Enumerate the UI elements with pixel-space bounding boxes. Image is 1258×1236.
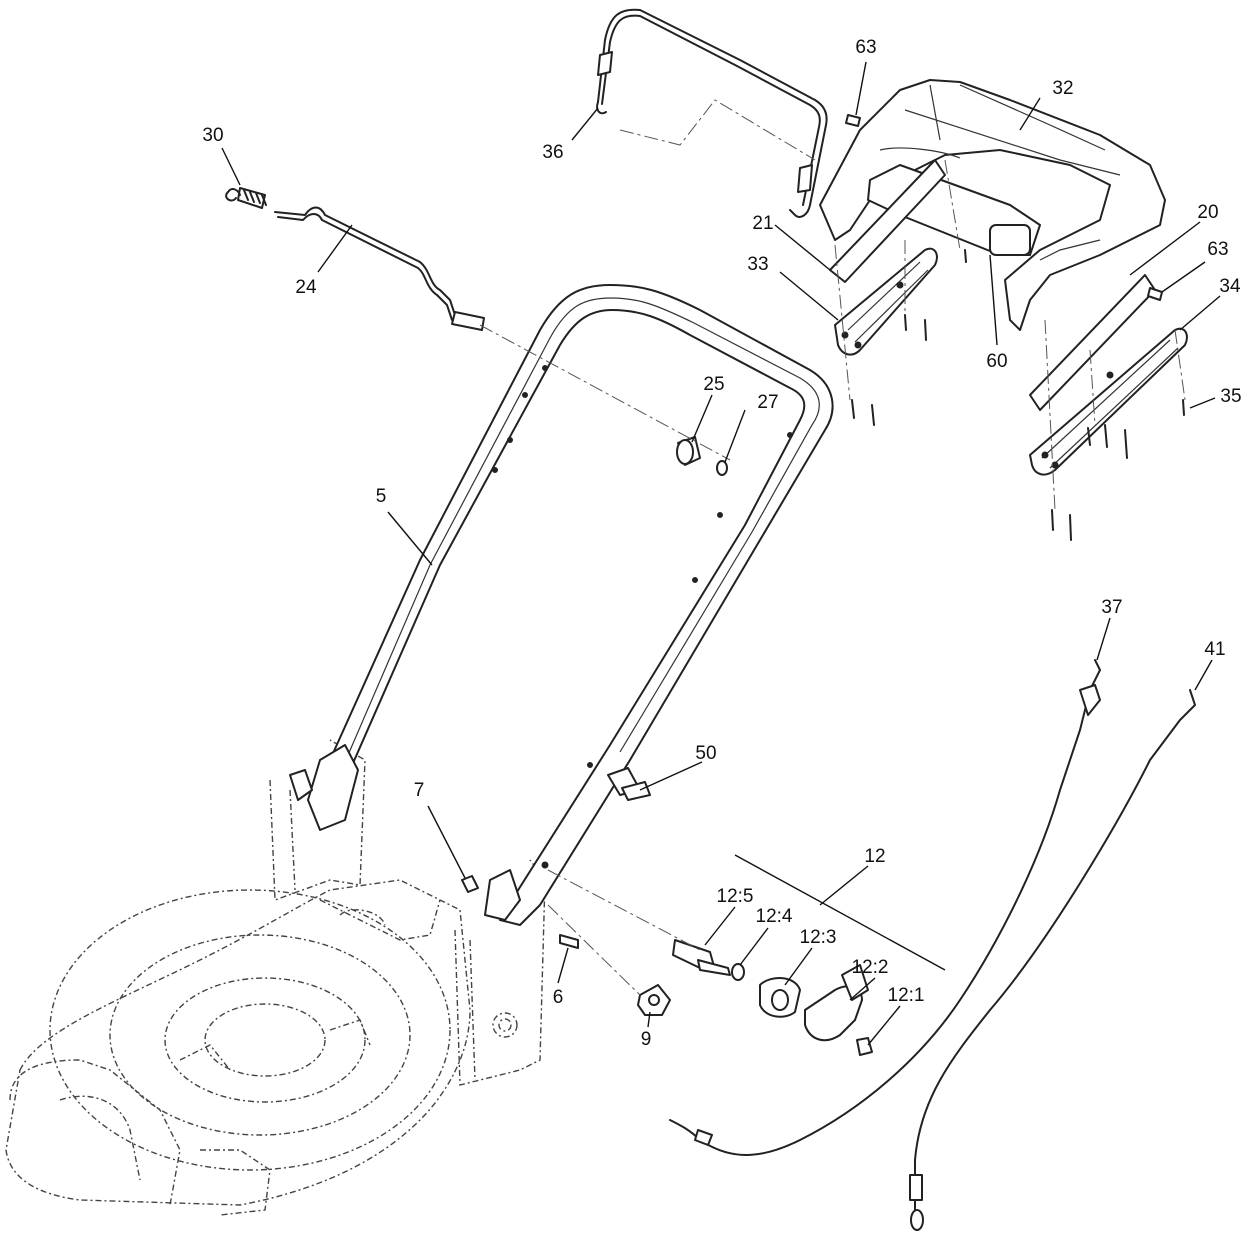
right-trim-panels [1029,274,1188,476]
callout-12-4: 12:4 [756,906,793,927]
callout-12-3: 12:3 [800,927,837,948]
callout-34: 34 [1219,276,1241,297]
leader-lines [221,61,1221,1046]
callout-12-1: 12:1 [888,985,925,1006]
control-cables [669,659,1196,1231]
assembly-centerlines [479,99,1186,996]
callout-30: 30 [202,125,223,146]
callout-9: 9 [641,1029,652,1050]
callout-63-right: 63 [1207,239,1228,260]
mower-deck [5,739,546,1216]
control-rod [274,206,485,331]
callout-25: 25 [703,374,724,395]
callout-12-2: 12:2 [852,957,889,978]
callout-21: 21 [752,213,773,234]
callout-50: 50 [695,743,716,764]
callout-32: 32 [1052,78,1073,99]
screws [845,114,1185,541]
callout-35: 35 [1220,386,1241,407]
callout-7: 7 [414,780,425,801]
callout-20: 20 [1197,202,1218,223]
callout-labels: 63 32 30 36 21 20 63 33 24 34 60 25 27 3… [202,37,1241,1050]
small-fasteners [461,875,671,1016]
left-trim-panels [829,159,946,356]
spring [225,187,267,209]
lower-handle-tube [289,284,834,926]
callout-36: 36 [542,142,563,163]
knob-bushing [676,436,728,476]
callout-12-5: 12:5 [717,886,754,907]
callout-37: 37 [1101,597,1122,618]
height-adjuster-assembly [672,939,873,1056]
callout-24: 24 [295,277,317,298]
callout-12: 12 [864,846,885,867]
callout-63-top: 63 [855,37,876,58]
callout-41: 41 [1204,639,1225,660]
callout-27: 27 [757,392,778,413]
bail-wire [596,8,828,218]
callout-33: 33 [747,254,768,275]
callout-6: 6 [553,987,564,1008]
callout-5: 5 [376,486,387,507]
fastener-50 [607,767,651,801]
callout-60: 60 [986,351,1007,372]
